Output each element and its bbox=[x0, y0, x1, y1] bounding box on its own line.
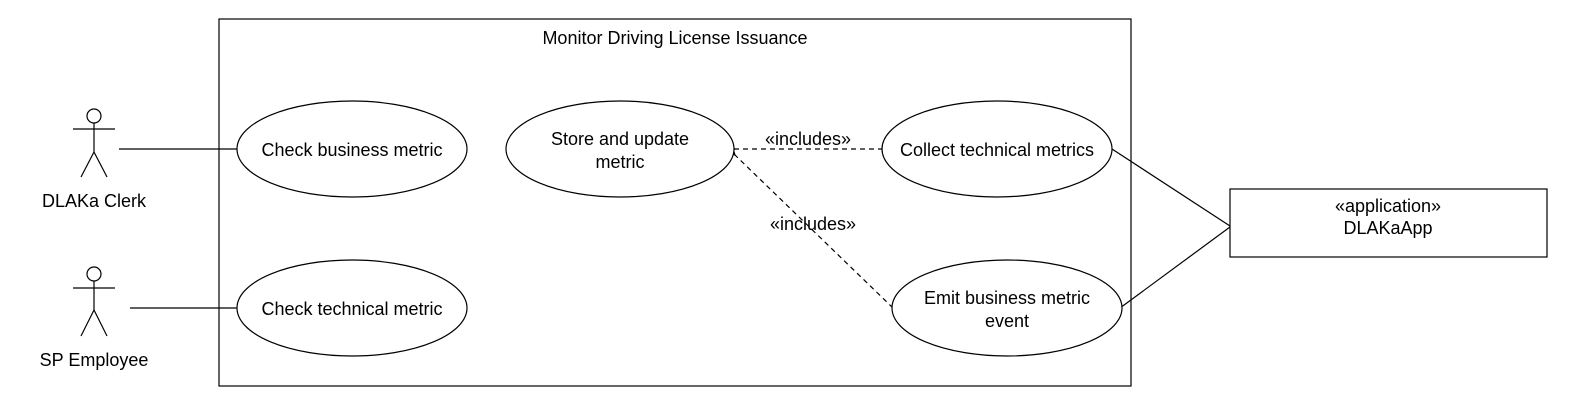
use-case-collect-technical: Collect technical metrics bbox=[881, 100, 1113, 198]
use-case-emit-business: Emit business metric event bbox=[891, 259, 1123, 357]
use-case-label-line-1: Store and update bbox=[551, 129, 689, 149]
actor-label-employee: SP Employee bbox=[40, 350, 149, 370]
actor-label-clerk: DLAKa Clerk bbox=[42, 191, 147, 211]
use-case-label: Check technical metric bbox=[261, 299, 442, 319]
stick-figure-icon bbox=[73, 266, 115, 337]
application-dlakaapp: «application» DLAKaApp bbox=[1229, 188, 1548, 258]
actor-dlaka-clerk: DLAKa Clerk bbox=[42, 108, 147, 211]
use-case-label: Check business metric bbox=[261, 140, 442, 160]
use-case-store-update: Store and update metric bbox=[505, 100, 735, 198]
use-case-label-line-2: metric bbox=[596, 152, 645, 172]
application-name: DLAKaApp bbox=[1343, 218, 1432, 238]
use-case-check-technical: Check technical metric bbox=[236, 259, 468, 357]
use-case-label: Collect technical metrics bbox=[900, 140, 1094, 160]
association-collect-app bbox=[1111, 148, 1231, 227]
include-label-1: «includes» bbox=[765, 129, 851, 149]
stick-figure-icon bbox=[73, 108, 115, 178]
association-emit-app bbox=[1119, 226, 1231, 309]
use-case-label-line-2: event bbox=[985, 311, 1029, 331]
application-stereotype: «application» bbox=[1335, 196, 1441, 216]
include-label-2: «includes» bbox=[770, 214, 856, 234]
use-case-label-line-1: Emit business metric bbox=[924, 288, 1090, 308]
use-case-check-business: Check business metric bbox=[236, 100, 468, 198]
system-title: Monitor Driving License Issuance bbox=[542, 28, 807, 48]
actor-sp-employee: SP Employee bbox=[40, 266, 149, 370]
include-arrow-emit bbox=[735, 155, 894, 309]
